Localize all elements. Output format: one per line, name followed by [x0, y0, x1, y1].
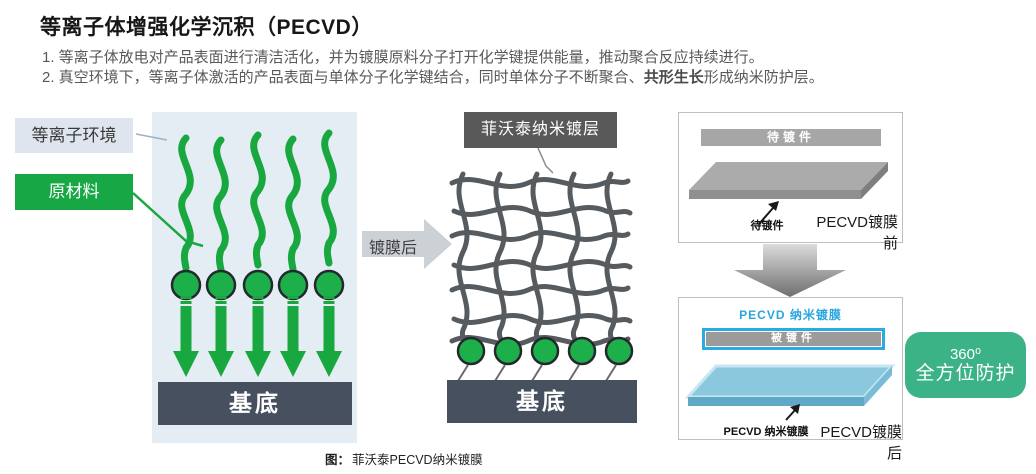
plasma-environment-label: 等离子环境 — [15, 118, 133, 153]
stage-label-before: PECVD镀膜前 — [816, 214, 898, 252]
figure-caption: 图：菲沃泰PECVD纳米镀膜 — [325, 449, 483, 468]
badge-text: 全方位防护 — [915, 362, 1016, 384]
coating-label-connector — [537, 147, 554, 174]
description-line-2-bold: 共形生长 — [643, 69, 704, 86]
description-line-2-prefix: 2. 真空环境下，等离子体激活的产品表面与单体分子化学键结合，同时单体分子不断聚… — [42, 69, 644, 86]
bond-lines — [457, 364, 617, 382]
nano-coating-pointer-label: PECVD 纳米镀膜 — [723, 426, 809, 438]
description-line-1: 1. 等离子体放电对产品表面进行清洁活化，并为镀膜原料分子打开化学键提供能量，推… — [42, 49, 764, 66]
nano-coating-box-label: 菲沃泰纳米镀层 — [464, 112, 617, 148]
protection-badge: 360⁰ 全方位防护 — [905, 332, 1026, 398]
stage-label-after: PECVD镀膜后 — [820, 424, 902, 462]
part-to-coat-pointer-label: 待镀件 — [750, 220, 784, 232]
description-line-2-suffix: 形成纳米防护层。 — [703, 69, 824, 86]
figure-caption-text: 菲沃泰PECVD纳米镀膜 — [352, 453, 483, 467]
coated-part-bar: 被镀件 — [702, 328, 885, 350]
figure-caption-prefix: 图： — [325, 453, 351, 467]
after-coating-arrow-label: 镀膜后 — [368, 240, 417, 257]
badge-degrees: 360⁰ — [949, 345, 982, 363]
substrate-label-left: 基底 — [158, 382, 352, 425]
substrate-label-middle: 基底 — [447, 380, 637, 423]
raw-material-label: 原材料 — [15, 174, 133, 210]
page-title: 等离子体增强化学沉积（PECVD） — [40, 16, 373, 39]
pecvd-nano-coating-title: PECVD 纳米镀膜 — [739, 308, 842, 322]
polymer-mesh-icon — [452, 174, 630, 346]
part-to-coat-bar: 待镀件 — [701, 129, 881, 146]
bonded-head-icons — [456, 336, 634, 366]
description-line-2: 2. 真空环境下，等离子体激活的产品表面与单体分子化学键结合，同时单体分子不断聚… — [42, 66, 824, 87]
